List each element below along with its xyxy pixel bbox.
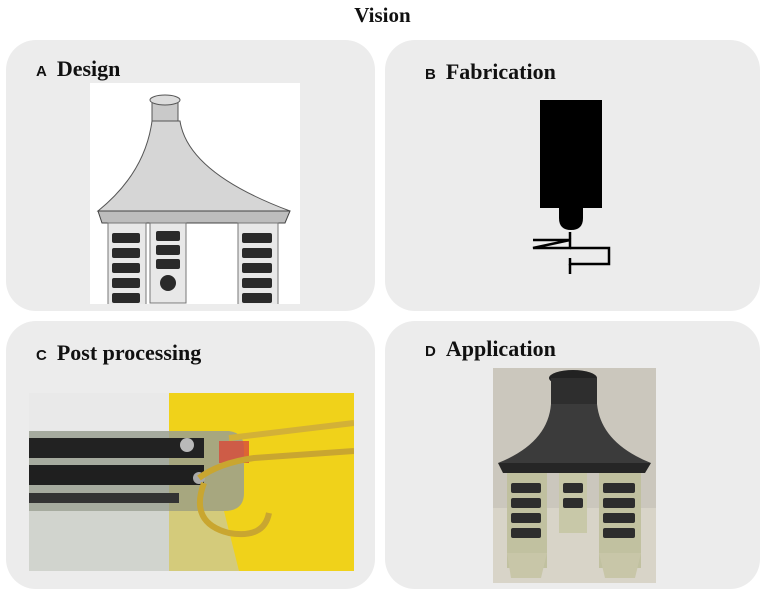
panel-title: Application [445,336,556,361]
panel-post-processing: C Post processing [6,321,375,589]
panel-design: A Design [6,40,375,311]
post-processing-photo [29,393,354,571]
panel-application: D Application [385,321,760,589]
application-gripper-photo [493,368,656,583]
panel-letter: A [36,63,47,80]
panel-letter: B [425,66,436,83]
panel-letter: D [425,343,436,360]
printed-track-icon [532,232,611,274]
design-cad-render [90,83,300,304]
figure-title: Vision [354,3,411,27]
panel-label-post-processing: C Post processing [36,340,201,366]
panel-label-design: A Design [36,56,120,82]
panel-title: Post processing [56,340,202,365]
panel-title: Fabrication [445,59,556,84]
panel-title: Design [56,56,121,81]
printer-nozzle-icon [540,100,602,230]
panel-fabrication: B Fabrication [385,40,760,311]
panel-label-application: D Application [425,336,556,362]
panel-label-fabrication: B Fabrication [425,59,556,85]
panel-letter: C [36,347,47,364]
